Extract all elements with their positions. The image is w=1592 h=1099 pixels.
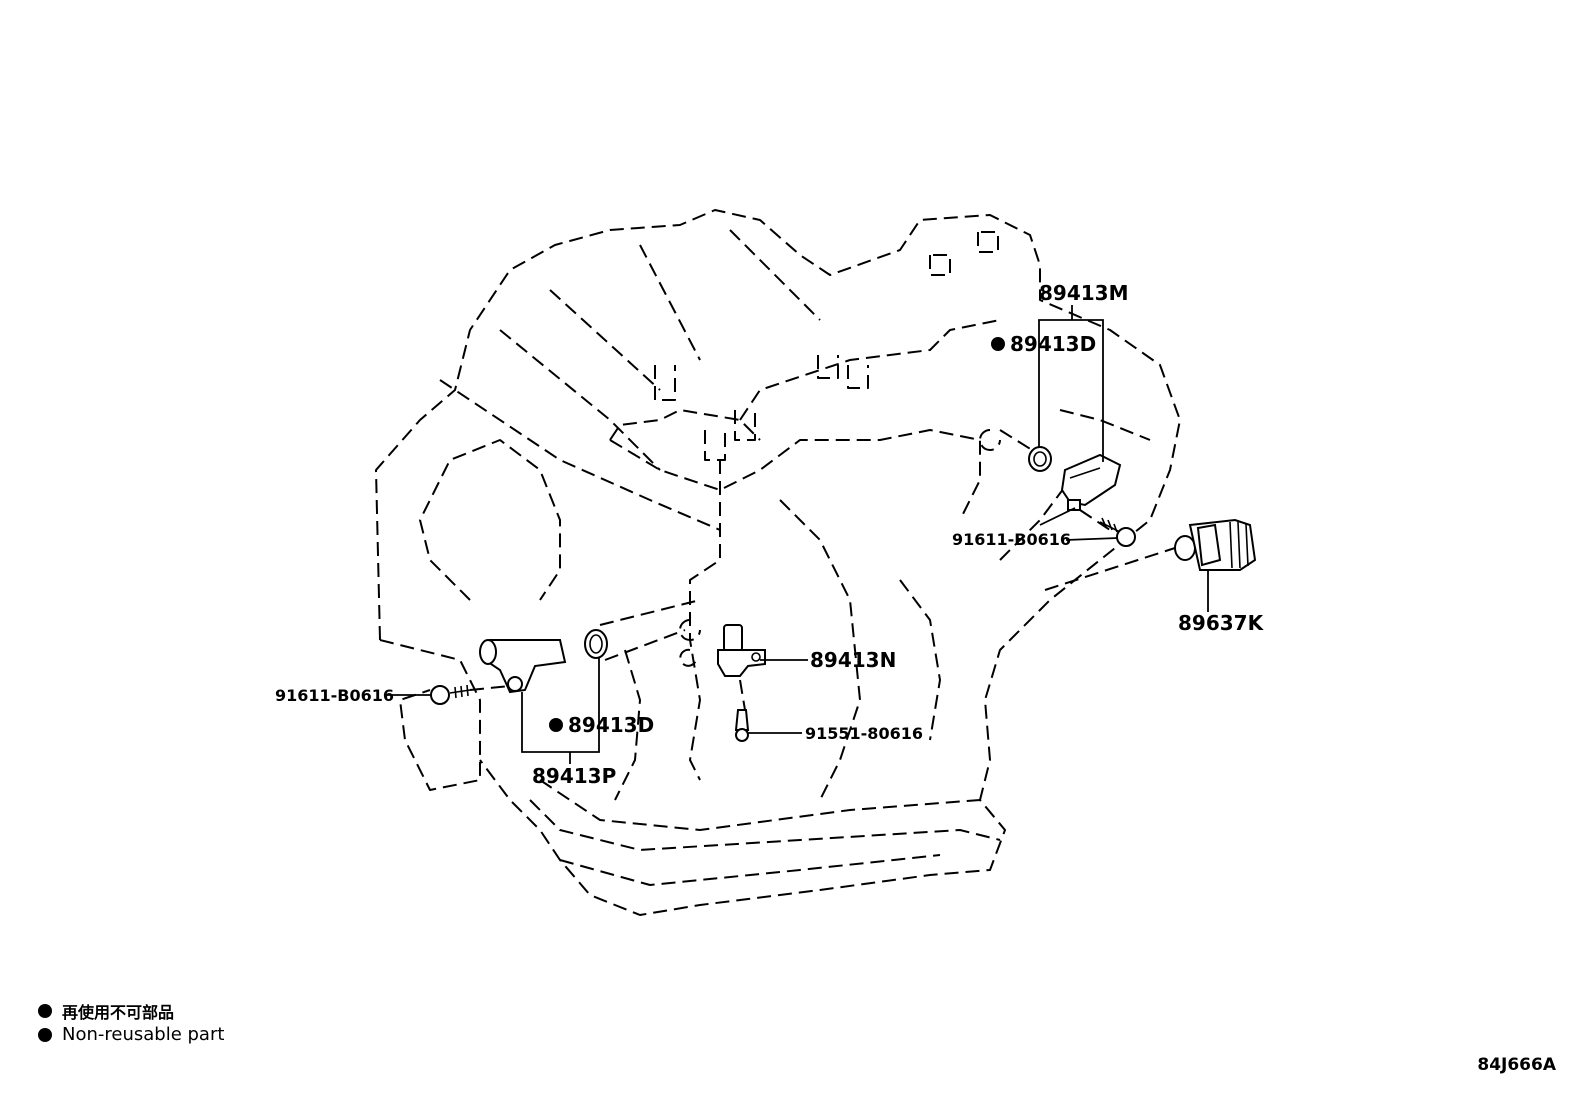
label-89413N: 89413N — [810, 648, 896, 672]
label-91551-80616: 91551-80616 — [805, 724, 923, 743]
label-91611-B0616-left: 91611-B0616 — [275, 686, 394, 705]
non-reusable-marker-lower — [549, 718, 563, 732]
legend-english: Non-reusable part — [38, 1024, 224, 1045]
legend-english-text: Non-reusable part — [62, 1024, 225, 1045]
speed-sensor-upper — [1060, 453, 1122, 511]
bullet-icon — [38, 1004, 52, 1018]
transmission-housing-outline — [375, 209, 1181, 916]
speed-sensor-left — [479, 639, 567, 694]
label-89413D-upper: 89413D — [1010, 332, 1096, 356]
diagram-code: 84J666A — [1477, 1055, 1556, 1075]
legend-japanese-text: 再使用不可部品 — [62, 1003, 175, 1022]
speed-sensor-center — [717, 624, 766, 742]
o-ring-lower — [584, 629, 608, 659]
o-ring-upper — [1028, 446, 1052, 472]
label-89413D-lower: 89413D — [568, 713, 654, 737]
bullet-icon — [38, 1027, 52, 1042]
non-reusable-marker-upper — [991, 337, 1005, 351]
bolt-left — [430, 684, 471, 705]
label-89413M: 89413M — [1039, 281, 1128, 305]
bolt-upper-right — [1099, 517, 1136, 547]
legend-japanese: 再使用不可部品 — [38, 999, 174, 1023]
oil-pressure-switch — [1174, 518, 1257, 571]
label-91611-B0616-right: 91611-B0616 — [952, 530, 1071, 549]
label-89413P: 89413P — [532, 764, 616, 788]
leader-lines — [385, 305, 1209, 764]
label-89637K: 89637K — [1178, 611, 1265, 635]
